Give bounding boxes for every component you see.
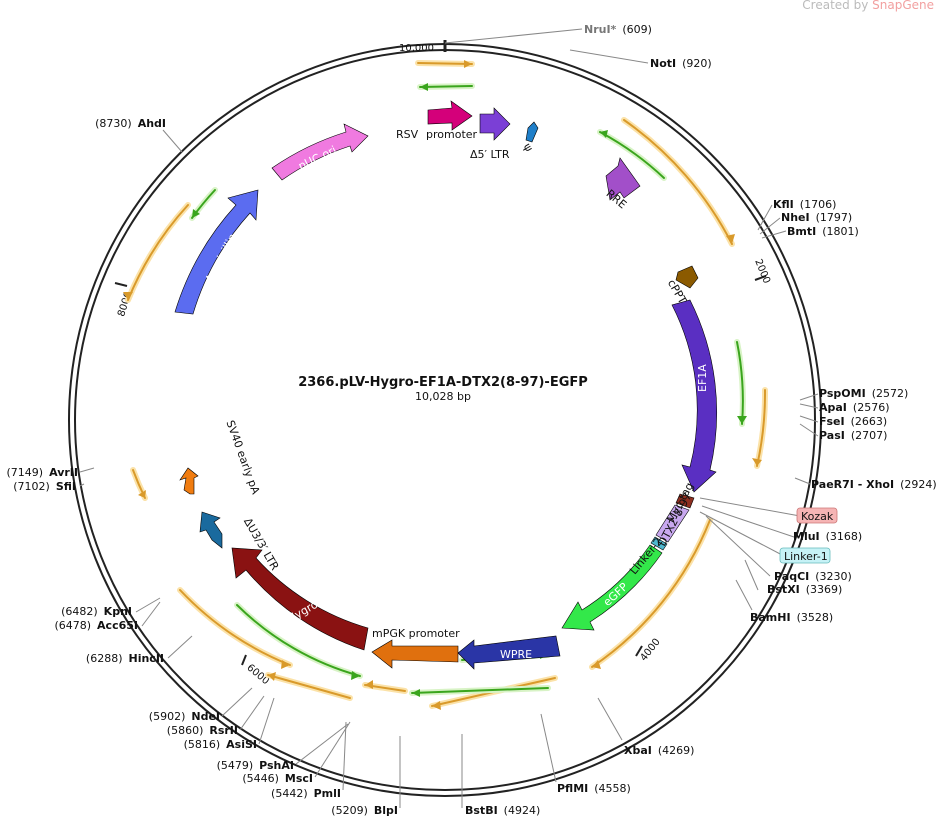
site-xbai: XbaI(4269) <box>624 744 694 757</box>
restriction-sites: NruI*(609) NotI(920) KflI(1706) NheI(179… <box>7 23 937 817</box>
ltr3-arrow <box>199 511 223 549</box>
puc-ori-arrow <box>271 123 369 181</box>
site-noti: NotI(920) <box>650 57 712 70</box>
plasmid-size: 10,028 bp <box>415 390 471 403</box>
dtx2-block <box>655 504 690 543</box>
ampicillin-arrow <box>174 189 259 315</box>
psi-label: ψ <box>521 141 536 154</box>
promoter-label: promoter <box>426 128 478 141</box>
promoter-arrow <box>479 107 511 141</box>
tick-label-10000: 10,000 <box>399 43 434 54</box>
psi-arrow <box>525 121 539 143</box>
tick-label-4000: 4000 <box>638 637 662 664</box>
site-rsrii: (5860)RsrII <box>167 724 238 737</box>
ltr5-label: Δ5′ LTR <box>470 148 510 161</box>
cppt-arrow <box>675 265 699 289</box>
ef1a-arrow <box>671 299 717 493</box>
site-blpi: (5209)BlpI <box>331 804 398 817</box>
site-bstxi: BstXI(3369) <box>767 583 842 596</box>
egfp-arrow <box>561 544 663 631</box>
site-kpni: (6482)KpnI <box>61 605 132 618</box>
mpgk-promoter-arrow <box>371 639 459 669</box>
myc-tag-block <box>675 493 695 509</box>
site-apai: ApaI(2576) <box>819 401 889 414</box>
hygro-arrow <box>231 547 369 651</box>
site-bamhi: BamHI(3528) <box>750 611 833 624</box>
rsv-promoter-arrow <box>427 100 473 131</box>
tick-label-2000: 2000 <box>752 258 772 286</box>
site-pmli: (5442)PmlI <box>271 787 341 800</box>
site-pspomi: PspOMI(2572) <box>819 387 908 400</box>
site-ahdi: (8730)AhdI <box>95 117 166 130</box>
site-paqci: PaqCI(3230) <box>774 570 852 583</box>
site-bmti: BmtI(1801) <box>787 225 859 238</box>
linker1-label: Linker-1 <box>784 550 828 563</box>
ef1a-label: EF1A <box>696 364 709 392</box>
site-nrui: NruI*(609) <box>584 23 652 36</box>
site-acc65i: (6478)Acc65I <box>54 619 138 632</box>
rre-arrow <box>605 157 641 201</box>
site-nhei: NheI(1797) <box>781 211 852 224</box>
wpre-arrow <box>457 635 561 670</box>
sv40-arrow <box>179 467 199 495</box>
snapgene-watermark: Created by SnapGene <box>802 0 934 12</box>
site-pflmi: PflMI(4558) <box>557 782 631 795</box>
linker1-box <box>779 547 831 564</box>
site-asisi: (5816)AsiSI <box>184 738 257 751</box>
site-bstbi: BstBI(4924) <box>465 804 540 817</box>
site-paer7i-xhoi: PaeR7I - XhoI(2924) <box>811 478 937 491</box>
site-mlui: MluI(3168) <box>793 530 862 543</box>
kozak-box <box>796 507 838 524</box>
site-ndei: (5902)NdeI <box>149 710 220 723</box>
sv40-label: SV40 early pA <box>223 419 262 497</box>
linker2-block <box>650 536 668 551</box>
plasmid-name: 2366.pLV-Hygro-EF1A-DTX2(8-97)-EGFP <box>298 375 588 390</box>
site-leader-lines <box>79 28 819 808</box>
site-kfli: KflI(1706) <box>773 198 836 211</box>
site-fsei: FseI(2663) <box>819 415 887 428</box>
mpgk-label: mPGK promoter <box>372 627 460 640</box>
feature-arrows <box>174 100 717 670</box>
wpre-label: WPRE <box>500 648 532 661</box>
site-avrii: (7149)AvrII <box>7 466 78 479</box>
kozak-label: Kozak <box>801 510 834 523</box>
site-msci: (5446)MscI <box>242 772 313 785</box>
site-hincii: (6288)HincII <box>86 652 164 665</box>
site-pshai: (5479)PshAI <box>217 759 294 772</box>
rsv-label: RSV <box>396 128 419 141</box>
site-sfii: (7102)SfiI <box>13 480 76 493</box>
site-pasi: PasI(2707) <box>819 429 887 442</box>
